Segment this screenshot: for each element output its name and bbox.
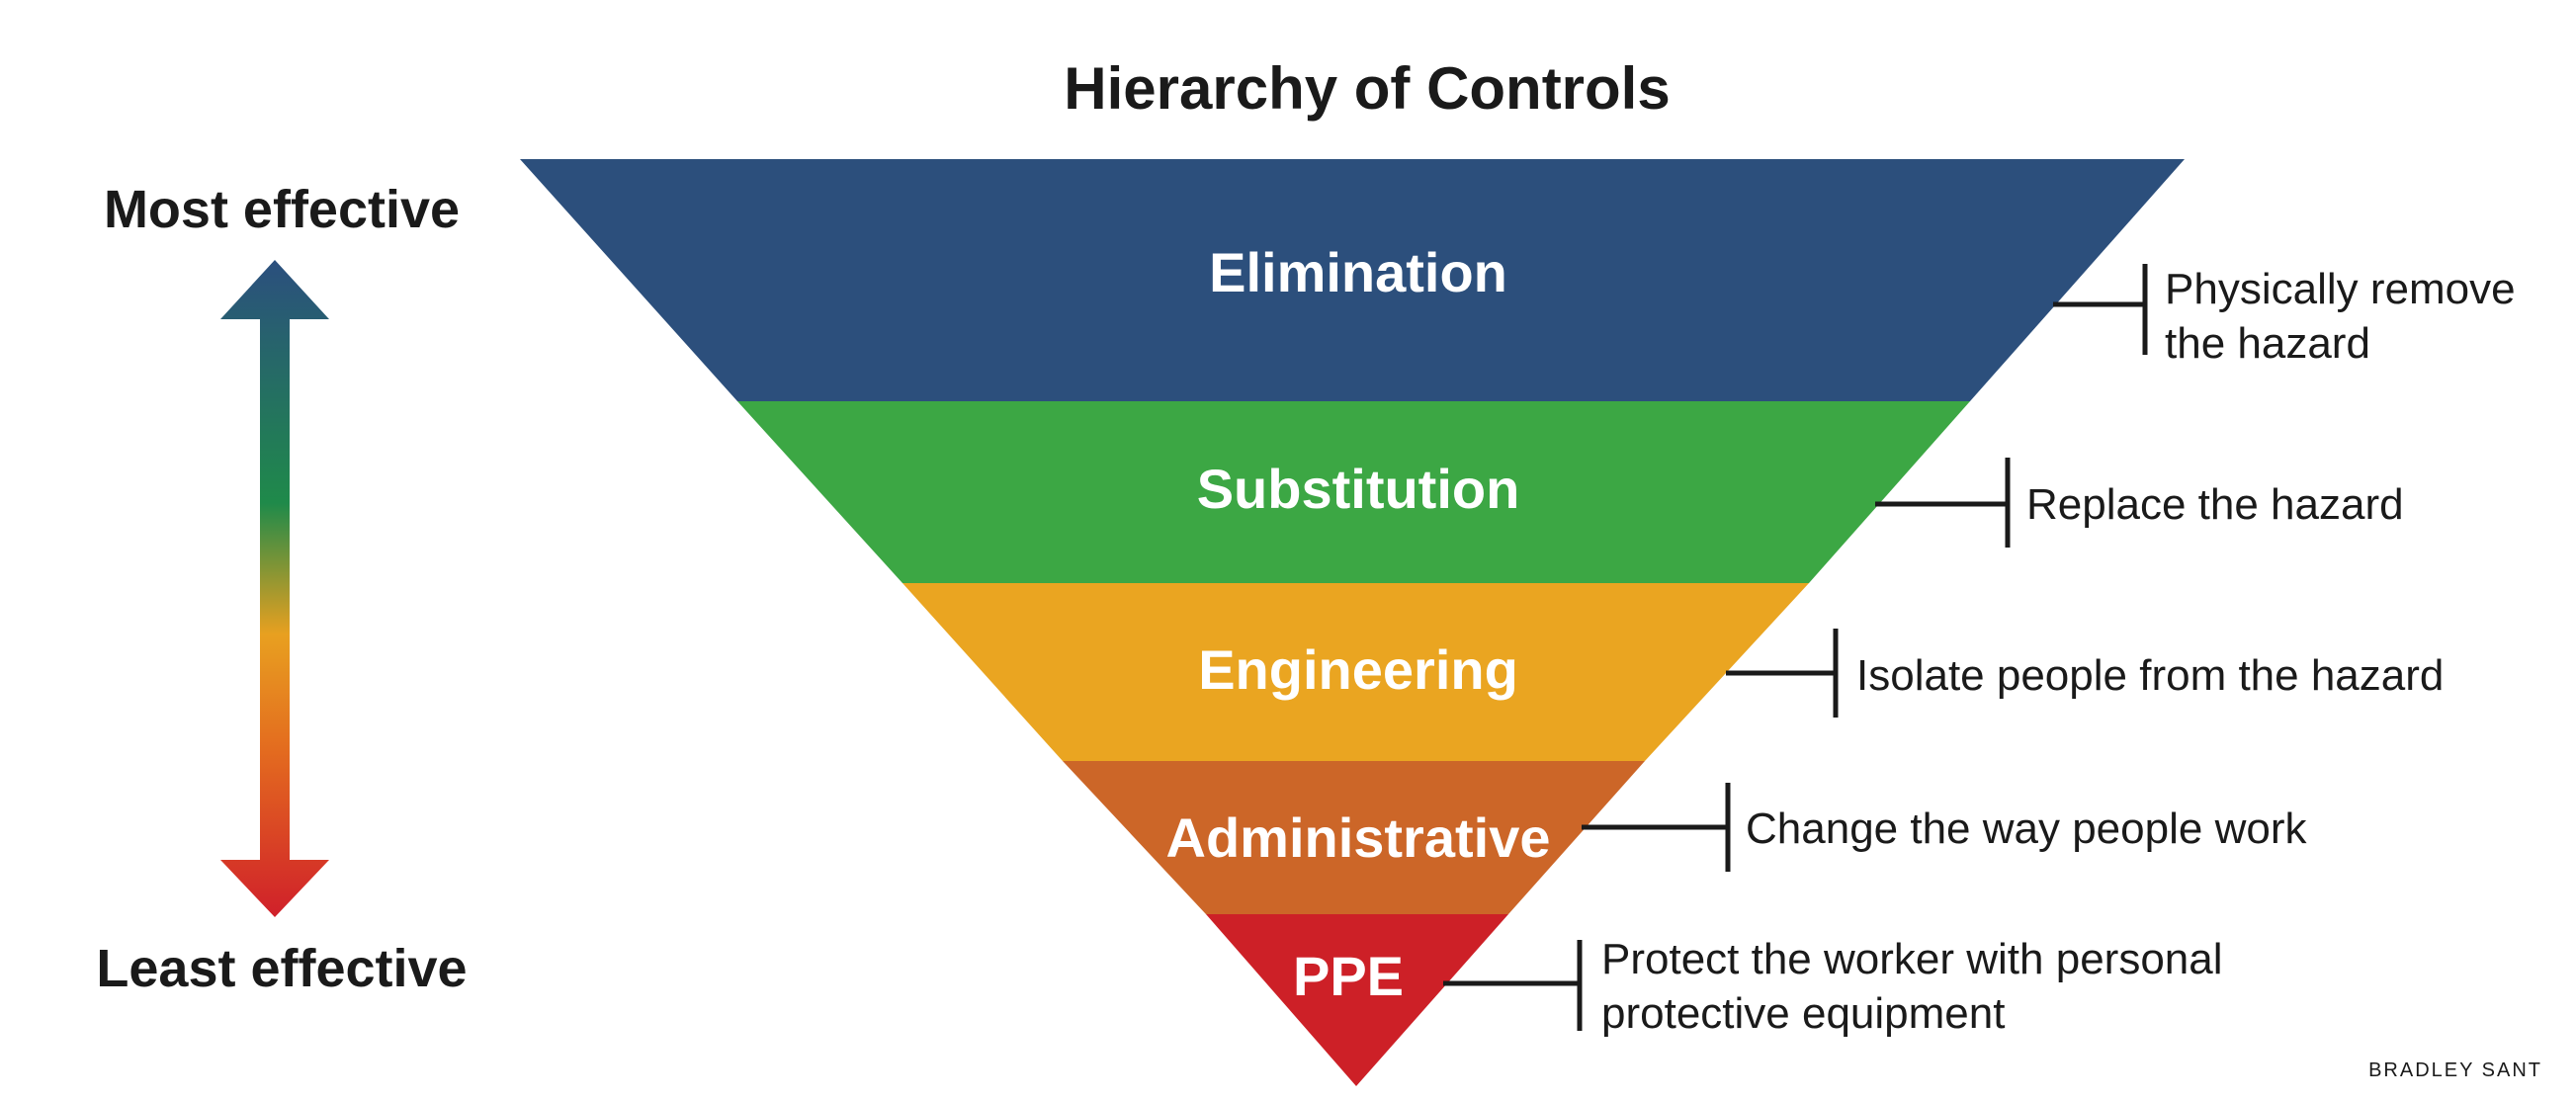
- level-label-ppe: PPE: [1293, 945, 1404, 1007]
- page-title: Hierarchy of Controls: [1064, 55, 1670, 122]
- connector-administrative: [1582, 783, 1731, 872]
- description-administrative: Change the way people work: [1582, 783, 2307, 872]
- effectiveness-scale: Most effective Least effective: [96, 180, 467, 998]
- control-pyramid: Elimination Substitution Engineering Adm…: [520, 159, 2185, 1086]
- description-elimination: Physically remove the hazard: [2053, 264, 2528, 368]
- connector-substitution: [1875, 458, 2011, 548]
- level-band-ppe: [1206, 914, 1508, 1086]
- connector-ppe: [1443, 940, 1583, 1031]
- most-effective-label: Most effective: [104, 180, 460, 239]
- credit-text: BRADLEY SANT: [2368, 1059, 2542, 1081]
- level-band-engineering: [902, 583, 1809, 761]
- level-band-elimination: [520, 159, 2185, 401]
- level-band-administrative: [1063, 761, 1645, 914]
- description-text-ppe: Protect the worker with personal protect…: [1601, 935, 2235, 1038]
- level-label-administrative: Administrative: [1166, 806, 1551, 869]
- level-band-substitution: [737, 401, 1970, 583]
- level-label-engineering: Engineering: [1198, 638, 1518, 701]
- connector-elimination: [2053, 264, 2148, 355]
- description-text-engineering: Isolate people from the hazard: [1856, 651, 2444, 700]
- description-ppe: Protect the worker with personal protect…: [1443, 935, 2235, 1038]
- connector-engineering: [1726, 629, 1839, 718]
- least-effective-label: Least effective: [96, 939, 467, 998]
- level-label-elimination: Elimination: [1209, 241, 1507, 303]
- description-text-substitution: Replace the hazard: [2026, 480, 2404, 529]
- description-text-elimination: Physically remove the hazard: [2165, 265, 2528, 368]
- description-engineering: Isolate people from the hazard: [1726, 629, 2444, 718]
- description-text-administrative: Change the way people work: [1746, 805, 2307, 853]
- level-label-substitution: Substitution: [1197, 458, 1520, 520]
- description-substitution: Replace the hazard: [1875, 458, 2404, 548]
- double-arrow-icon: [220, 260, 329, 917]
